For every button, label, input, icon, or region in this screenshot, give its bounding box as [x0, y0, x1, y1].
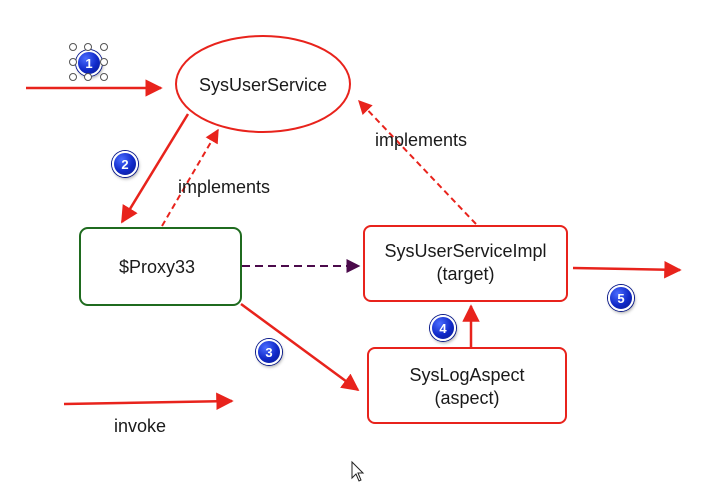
selection-handle[interactable] [69, 73, 77, 81]
implements-label-left: implements [178, 177, 271, 197]
selection-handle[interactable] [69, 43, 77, 51]
aspect-label-line2: (aspect) [434, 388, 500, 408]
mouse-cursor-icon [351, 460, 365, 482]
arrow-impl-out [572, 260, 682, 279]
sys-user-service-label: SysUserService [198, 75, 328, 95]
arrow-proxy-to-aspect [240, 302, 360, 392]
arrow-service-to-proxy [120, 113, 190, 224]
step-badge-2: 2 [112, 151, 138, 177]
step-badge-1[interactable]: 1 [76, 50, 102, 76]
selection-handle[interactable] [84, 43, 92, 51]
aspect-label-line1: SysLogAspect [409, 365, 525, 385]
step-badge-5: 5 [608, 285, 634, 311]
selection-handle[interactable] [69, 58, 77, 66]
legend-arrow [63, 392, 234, 411]
aspect-node [367, 347, 567, 424]
impl-node [363, 225, 568, 302]
arrow-impl-implements [358, 99, 477, 225]
impl-label-line2: (target) [436, 264, 495, 284]
step-badge-4: 4 [430, 315, 456, 341]
legend-invoke-label: invoke [114, 416, 167, 436]
proxy-label: $Proxy33 [118, 257, 196, 277]
impl-label-line1: SysUserServiceImpl [384, 241, 547, 261]
proxy-node [79, 227, 242, 306]
arrow-proxy-implements [161, 128, 219, 227]
selection-handle[interactable] [100, 73, 108, 81]
implements-label-top: implements [375, 130, 468, 150]
sys-user-service-node [175, 35, 351, 133]
selection-handle[interactable] [100, 43, 108, 51]
selection-handle[interactable] [84, 73, 92, 81]
step-badge-3: 3 [256, 339, 282, 365]
selection-handle[interactable] [100, 58, 108, 66]
